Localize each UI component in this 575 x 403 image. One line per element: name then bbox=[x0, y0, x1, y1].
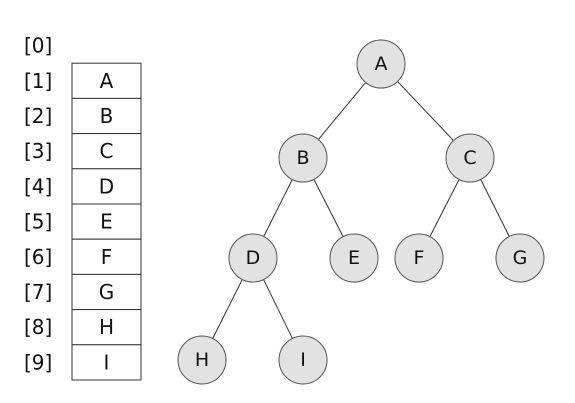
tree-node: D bbox=[228, 233, 278, 283]
array-representation: [0] [1] A [2] B [3] C [4] D [5] E [6] F [7] G [8] H [9] I bbox=[24, 34, 142, 381]
tree-node: B bbox=[278, 133, 328, 183]
array-cell-value: D bbox=[99, 174, 114, 198]
tree-node-label: D bbox=[246, 247, 261, 269]
tree-node-circle bbox=[278, 133, 328, 183]
tree-node-label: B bbox=[296, 147, 309, 169]
tree-edges bbox=[212, 81, 510, 339]
array-cell-value: G bbox=[99, 280, 115, 304]
tree-node: G bbox=[495, 233, 545, 283]
tree-nodes: A B C D E F G H I bbox=[177, 39, 545, 385]
array-index-label: [0] bbox=[24, 34, 52, 58]
tree-node-circle bbox=[495, 233, 545, 283]
tree-edge bbox=[480, 179, 510, 237]
array-cell bbox=[71, 168, 142, 205]
array-cell bbox=[71, 344, 142, 381]
tree-node-label: H bbox=[195, 349, 209, 371]
tree-node-label: E bbox=[348, 247, 360, 269]
array-cell bbox=[71, 62, 142, 99]
tree-node-circle bbox=[329, 233, 379, 283]
tree-node-circle bbox=[278, 335, 328, 385]
array-cell bbox=[71, 309, 142, 346]
array-index-label: [5] bbox=[24, 210, 52, 234]
tree-edge bbox=[397, 81, 454, 141]
array-index-label: [1] bbox=[24, 69, 52, 93]
array-index-label: [8] bbox=[24, 315, 52, 339]
array-cell bbox=[71, 97, 142, 135]
tree-node: A bbox=[356, 39, 406, 89]
array-cell-value: E bbox=[100, 210, 113, 234]
tree-node-label: G bbox=[513, 247, 528, 269]
array-cell-value: C bbox=[100, 139, 114, 163]
tree-edge bbox=[317, 82, 367, 140]
tree-node: H bbox=[177, 335, 227, 385]
array-index-label: [6] bbox=[24, 245, 52, 269]
tree-node-circle bbox=[228, 233, 278, 283]
array-cell-value: B bbox=[100, 104, 114, 128]
tree-node-circle bbox=[356, 39, 406, 89]
array-index-label: [2] bbox=[24, 104, 52, 128]
tree-node-circle bbox=[177, 335, 227, 385]
tree-node: C bbox=[445, 133, 495, 183]
array-index-label: [7] bbox=[24, 280, 52, 304]
tree-node: I bbox=[278, 335, 328, 385]
tree-edge bbox=[212, 279, 243, 339]
tree-node-label: C bbox=[463, 147, 476, 169]
array-cell-value: A bbox=[100, 69, 114, 93]
array-cell bbox=[71, 238, 142, 275]
tree-edge bbox=[313, 179, 344, 237]
tree-node-label: I bbox=[300, 349, 306, 371]
array-index-label: [9] bbox=[24, 350, 52, 374]
array-cell-value: H bbox=[99, 315, 114, 339]
array-index-label: [4] bbox=[24, 174, 52, 198]
array-index-label: [3] bbox=[24, 139, 52, 163]
array-cell-value: F bbox=[101, 245, 113, 269]
array-cell-value: I bbox=[104, 350, 110, 374]
tree-edge bbox=[263, 279, 293, 339]
tree-edge bbox=[429, 179, 460, 237]
tree-edge bbox=[263, 179, 293, 237]
tree-node-circle bbox=[445, 133, 495, 183]
tree-node-label: F bbox=[414, 247, 425, 269]
tree-node-label: A bbox=[375, 53, 388, 75]
array-cell bbox=[71, 133, 142, 170]
tree-node: E bbox=[329, 233, 379, 283]
tree-node: F bbox=[394, 233, 444, 283]
tree-node-circle bbox=[394, 233, 444, 283]
